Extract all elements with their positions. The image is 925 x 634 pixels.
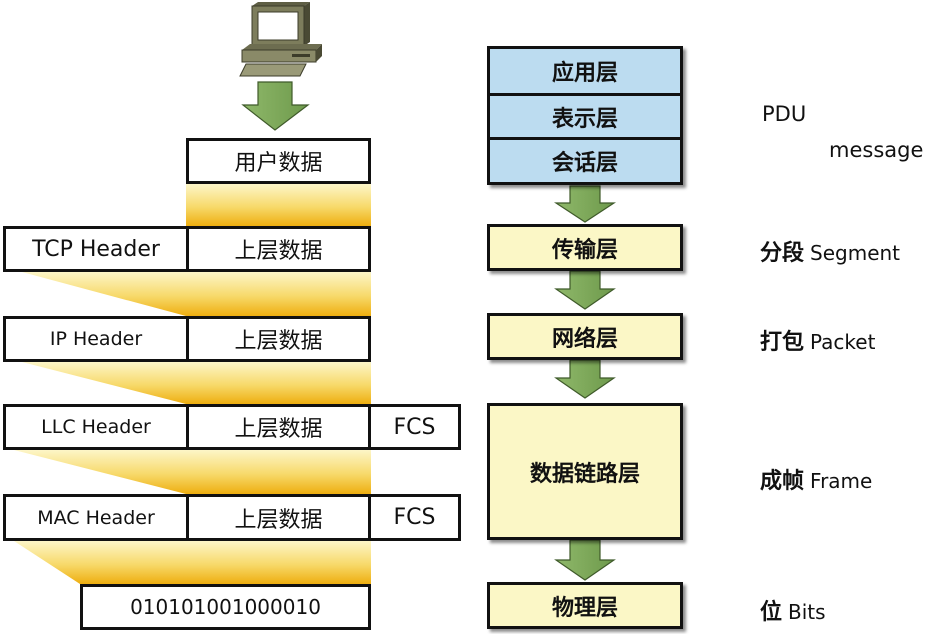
- mac-header-cell: MAC Header: [3, 494, 189, 541]
- funnel-3: [22, 362, 371, 404]
- ip-header-cell: IP Header: [3, 316, 189, 362]
- down-arrow-icon: [241, 81, 310, 131]
- layer-arrows: [553, 185, 617, 581]
- llc-fcs-cell: FCS: [368, 404, 461, 450]
- pdu-frame-en: Frame: [810, 469, 873, 493]
- llc-header-cell: LLC Header: [3, 404, 189, 450]
- pdu-segment-zh: 分段: [760, 241, 805, 266]
- physical-layer: 物理层: [487, 582, 683, 629]
- down-arrow-icon: [554, 270, 616, 310]
- tcp-payload-cell: 上层数据: [186, 226, 371, 272]
- tcp-header-cell: TCP Header: [3, 226, 189, 272]
- mac-fcs-cell: FCS: [368, 494, 461, 541]
- down-arrow-icon: [553, 185, 617, 223]
- presentation-layer: 表示层: [490, 93, 680, 137]
- pdu-message: message: [829, 138, 924, 162]
- ip-payload-cell: 上层数据: [186, 316, 371, 362]
- user-data-box: 用户数据: [186, 138, 371, 184]
- application-layer: 应用层: [551, 61, 618, 86]
- down-arrow-icon: [554, 359, 616, 399]
- session-layer: 会话层: [490, 137, 680, 181]
- funnel-4: [14, 450, 371, 494]
- transport-layer: 传输层: [487, 224, 683, 271]
- pdu-segment-en: Segment: [810, 241, 901, 265]
- pdu-bits-en: Bits: [788, 600, 826, 624]
- down-arrow-icon: [554, 539, 616, 581]
- computer-icon: [239, 2, 322, 77]
- funnel-2: [22, 272, 371, 316]
- funnel-5: [14, 541, 371, 584]
- pdu-packet-zh: 打包: [760, 330, 805, 355]
- pdu-packet-en: Packet: [810, 330, 876, 354]
- llc-payload-cell: 上层数据: [186, 404, 371, 450]
- upper-layers-stack: 应用层 表示层 会话层: [487, 46, 683, 185]
- pdu-title: PDU: [762, 102, 807, 126]
- pdu-bits-zh: 位: [760, 600, 783, 625]
- mac-payload-cell: 上层数据: [186, 494, 371, 541]
- bits-box: 010101001000010: [80, 584, 371, 630]
- pdu-frame-zh: 成帧: [760, 469, 805, 494]
- datalink-layer: 数据链路层: [487, 403, 683, 540]
- network-layer: 网络层: [487, 313, 683, 360]
- funnel-1: [186, 184, 371, 226]
